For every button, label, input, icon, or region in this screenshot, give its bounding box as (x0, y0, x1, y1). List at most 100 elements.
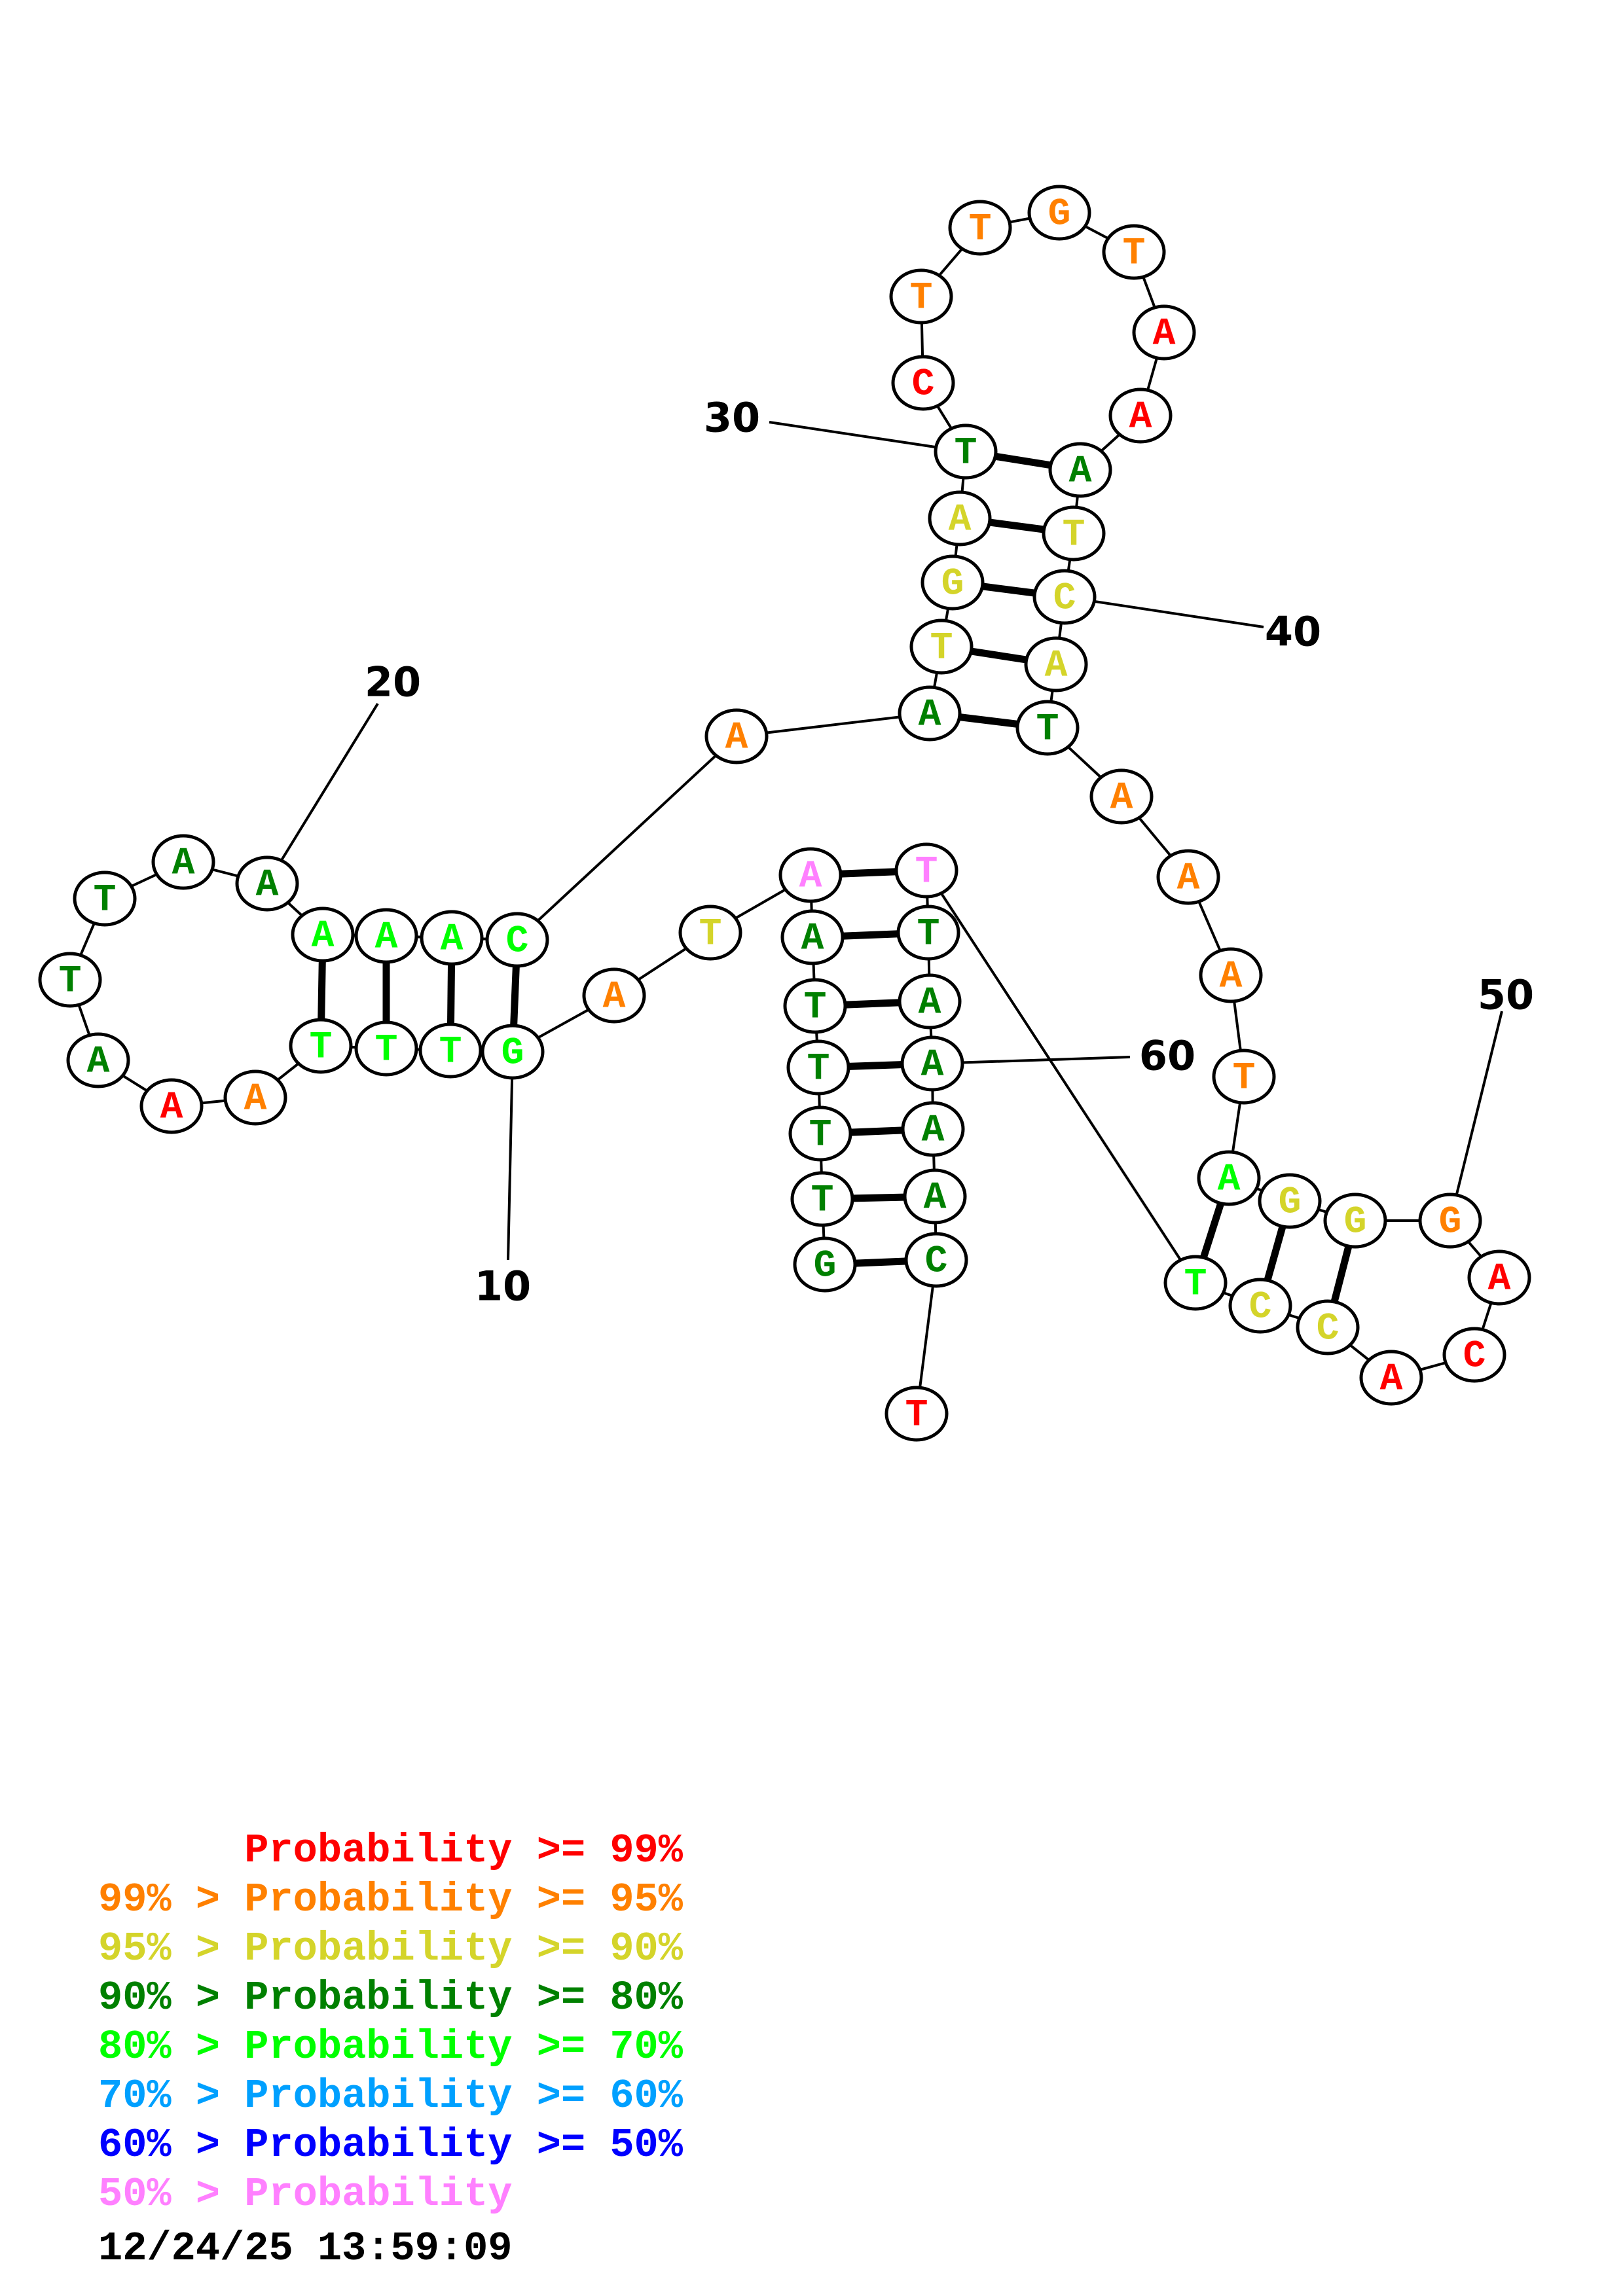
nucleotide: A (291, 906, 355, 963)
legend-label: Probability (244, 1876, 513, 1923)
position-tick (507, 1051, 514, 1261)
legend-label: Probability (244, 1827, 513, 1874)
nucleotide-letter: A (949, 499, 972, 542)
nucleotide-circle (1296, 1299, 1360, 1355)
nucleotide-circle (1212, 1049, 1276, 1105)
nucleotide-circle (891, 355, 955, 411)
nucleotide-circle (904, 1232, 968, 1288)
nucleotide-letter: T (1184, 1264, 1207, 1306)
nucleotide: T (1102, 224, 1166, 280)
legend-row: 95% > Probability >= 90% (98, 1924, 683, 1973)
backbone-layer (69, 211, 1501, 1414)
nucleotide: A (898, 685, 962, 742)
position-tick (932, 1056, 1131, 1065)
nucleotide-circle (481, 1024, 545, 1080)
legend-prefix: 50% > (98, 2171, 245, 2217)
nucleotide-circle (38, 952, 102, 1008)
nucleotide: A (928, 490, 992, 547)
nucleotide-circle (1442, 1327, 1506, 1383)
nucleotide: C (891, 355, 955, 411)
nucleotide-letter: T (811, 1180, 834, 1223)
nucleotide-circle (418, 1022, 483, 1079)
nucleotide-letter: A (160, 1087, 183, 1130)
nucleotide-circle (1228, 1278, 1292, 1334)
legend-threshold: >= 70% (512, 2024, 683, 2070)
nucleotide: T (38, 952, 102, 1008)
nucleotide: G (1027, 185, 1091, 241)
nucleotide-letter: A (87, 1041, 110, 1084)
legend-threshold: >= 95% (512, 1876, 683, 1923)
nucleotide: A (898, 973, 962, 1030)
nucleotide-letter: G (501, 1033, 524, 1075)
nucleotide-circle (903, 1168, 967, 1225)
nucleotide-letter: G (1279, 1182, 1302, 1225)
nucleotide-letter: A (1153, 314, 1176, 356)
nucleotide-circle (1102, 224, 1166, 280)
nucleotide: T (934, 423, 998, 480)
nucleotide: G (1418, 1193, 1482, 1249)
nucleotide-circle (73, 870, 137, 927)
nucleotide: A (901, 1101, 965, 1157)
nucleotide-circle (420, 910, 484, 966)
nucleotide-letter: A (725, 717, 748, 760)
nucleotide: A (139, 1078, 204, 1134)
backbone-segment (925, 869, 1197, 1284)
nucleotide: T (1212, 1049, 1276, 1105)
nucleotide-letter: A (1045, 645, 1068, 688)
nucleotide: A (354, 908, 418, 964)
legend-threshold: >= 50% (512, 2122, 683, 2168)
nucleotide-letter: A (1380, 1359, 1403, 1401)
nucleotide-circle (1467, 1249, 1531, 1306)
nucleotide-letter: C (506, 921, 529, 963)
nucleotide: C (485, 912, 549, 968)
nucleotide-letter: T (1036, 709, 1059, 751)
nucleotide-letter: T (969, 209, 992, 251)
nucleotide: A (1108, 387, 1173, 444)
nucleotide: G (793, 1236, 857, 1293)
nucleotide: A (420, 910, 484, 966)
nucleotide-circle (223, 1069, 287, 1126)
nucleotide: A (1467, 1249, 1531, 1306)
nucleotide-letter: A (1177, 858, 1200, 901)
nucleotide: C (1442, 1327, 1506, 1383)
nucleotide: T (948, 200, 1012, 256)
nucleotide-circle (289, 1018, 353, 1074)
nucleotide-letter: T (1233, 1058, 1256, 1100)
nucleotide-circle (894, 842, 958, 899)
nucleotide: G (921, 554, 985, 611)
nucleotide: A (151, 834, 215, 890)
position-label: 40 (1265, 608, 1321, 656)
nucleotide-letter: A (1220, 956, 1243, 999)
nucleotide-letter: T (439, 1031, 462, 1074)
nucleotide: T (73, 870, 137, 927)
nucleotide-circle (1108, 387, 1173, 444)
nucleotide: T (790, 1171, 854, 1227)
nucleotide-letter: A (256, 865, 279, 907)
nucleotide-letter: A (1488, 1259, 1511, 1301)
nucleotide: G (1258, 1173, 1322, 1229)
nucleotide-letter: T (1123, 233, 1146, 276)
nucleotide-circle (485, 912, 549, 968)
nucleotide: T (788, 1105, 852, 1162)
legend-prefix: 60% > (98, 2122, 245, 2168)
nucleotide-circle (139, 1078, 204, 1134)
legend-label: Probability (244, 1926, 513, 1972)
nucleotide-circle (1032, 569, 1097, 625)
nucleotide-letter: T (310, 1027, 333, 1069)
nucleotide-letter: G (1344, 1202, 1367, 1244)
probability-legend: Probability >= 99%99% > Probability >= 9… (98, 1826, 683, 2219)
nucleotide-letter: C (1249, 1287, 1272, 1329)
legend-threshold: >= 99% (512, 1827, 683, 1874)
legend-label: Probability (244, 2024, 513, 2070)
nucleotide-letter: T (930, 628, 953, 670)
nucleotide: T (1015, 700, 1080, 756)
nucleotide-letter: T (804, 987, 827, 1030)
nucleotide: A (582, 967, 646, 1024)
nucleotide: T (418, 1022, 483, 1079)
nucleotide-circle (1418, 1193, 1482, 1249)
nucleotide: T (884, 1386, 949, 1442)
nucleotide-circle (898, 685, 962, 742)
nucleotide: A (778, 847, 843, 903)
legend-label: Probability (244, 1975, 513, 2021)
